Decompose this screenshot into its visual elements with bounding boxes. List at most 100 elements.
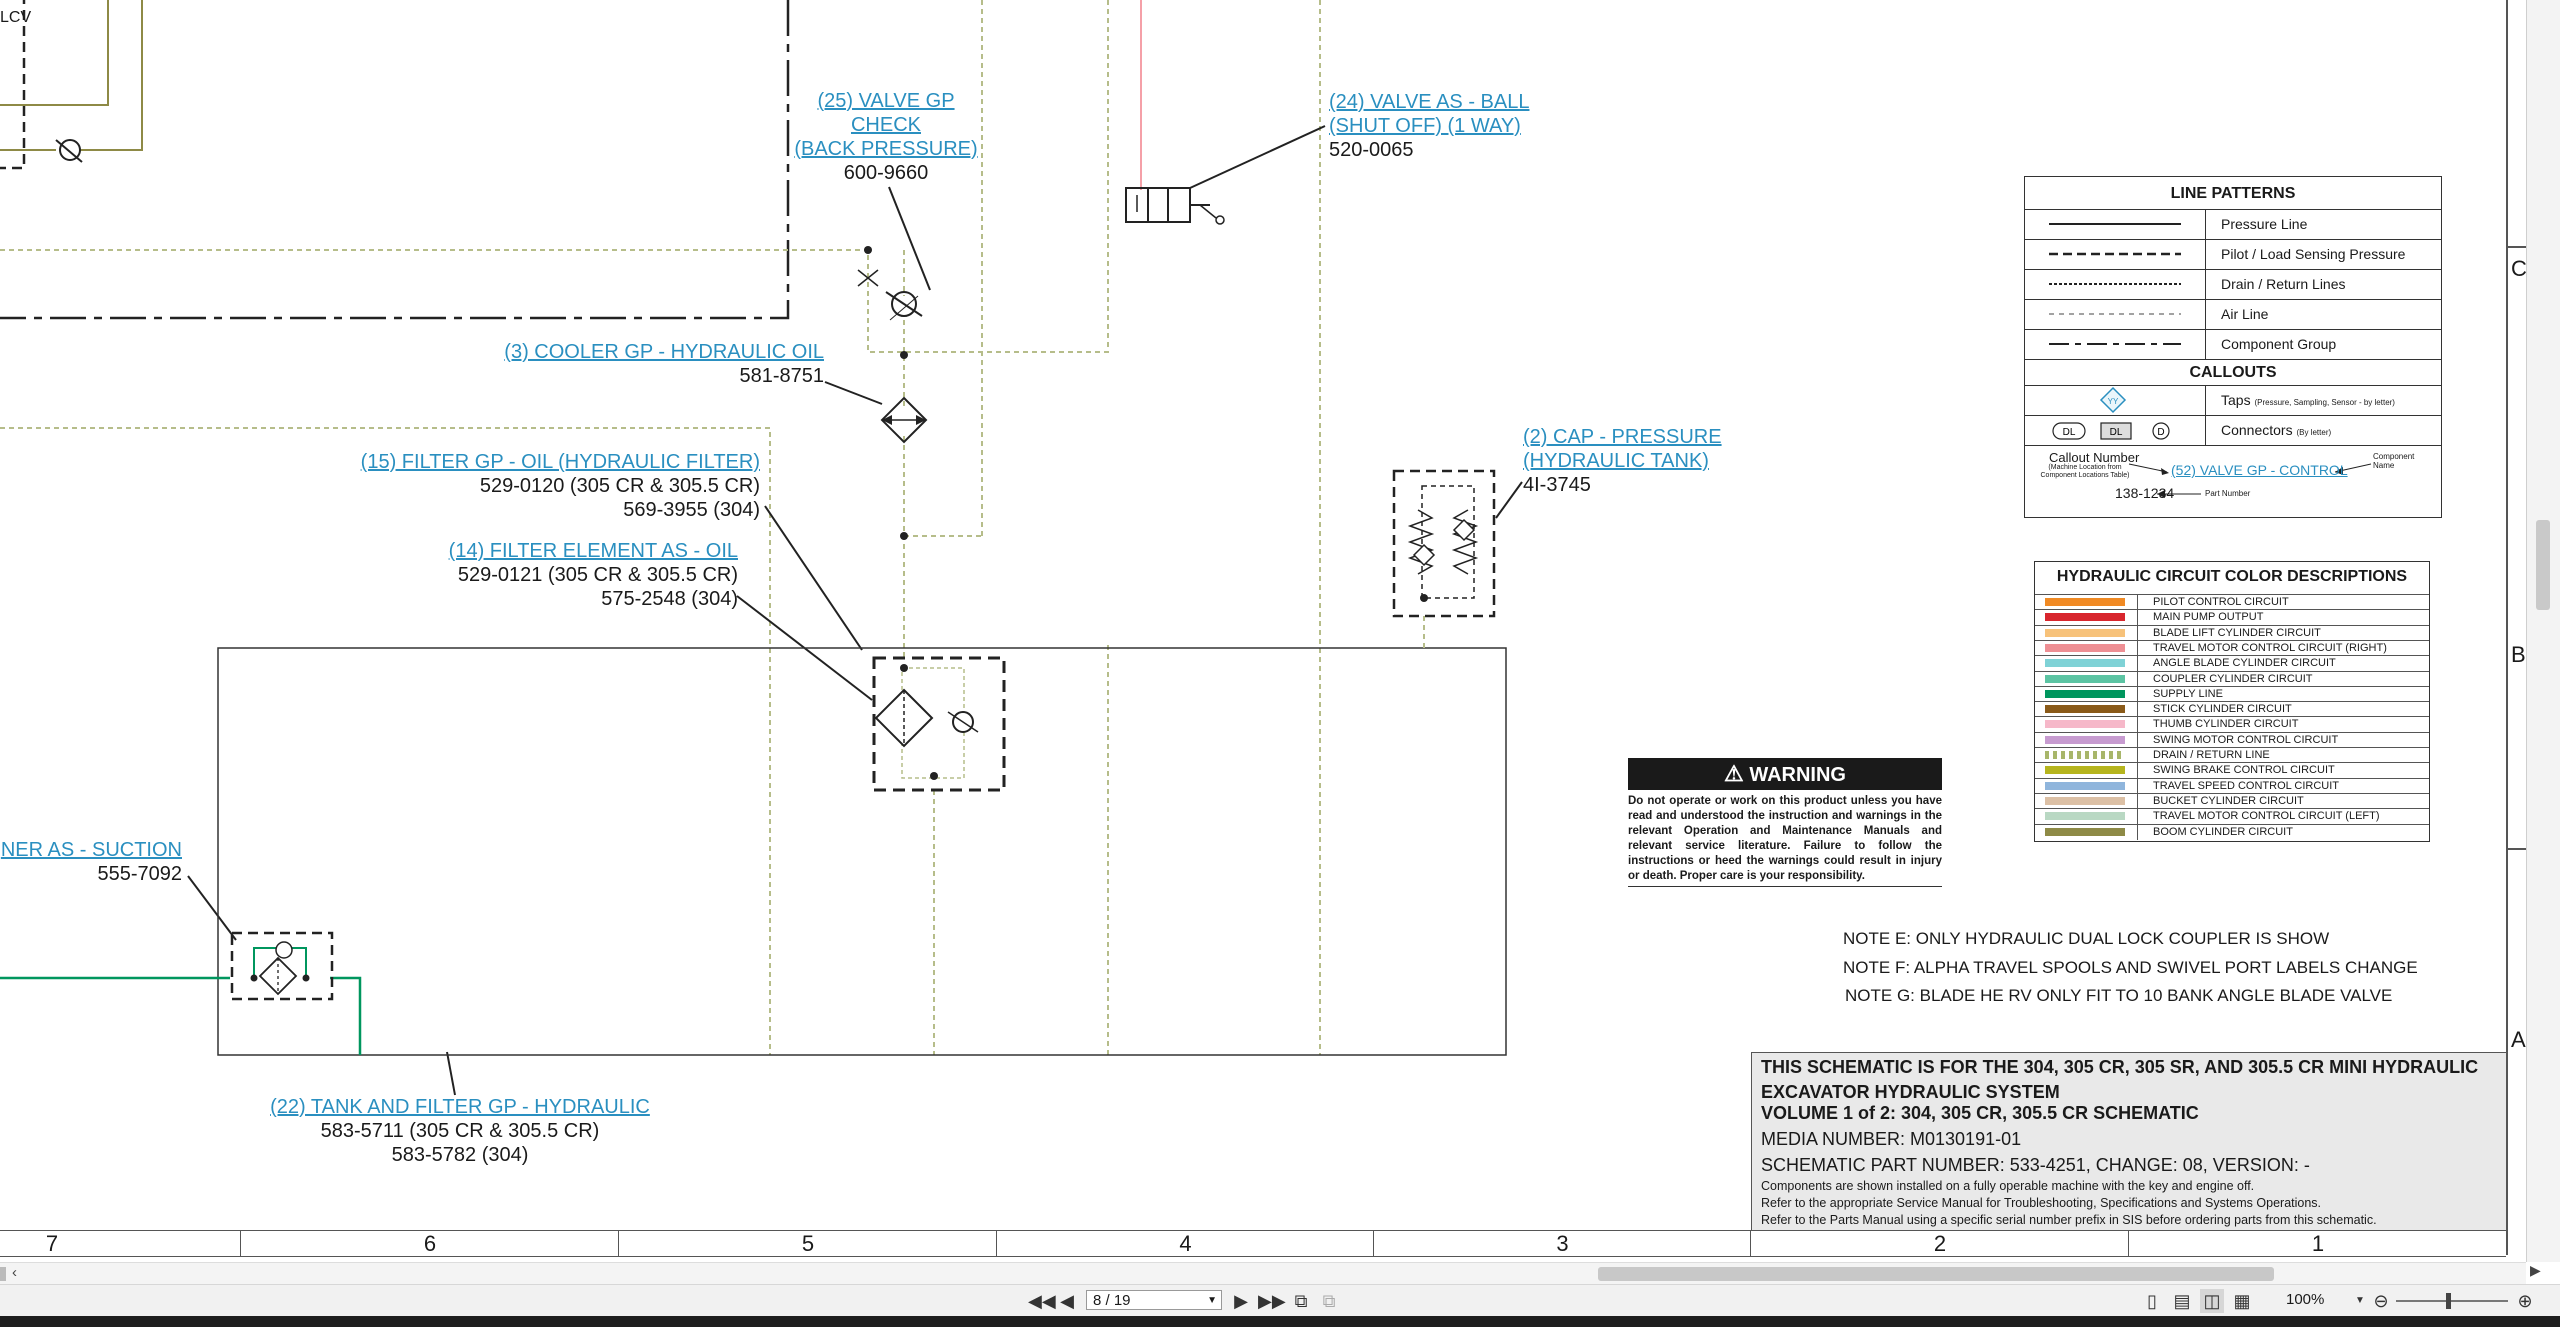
color-row: COUPLER CYLINDER CIRCUIT [2035,670,2429,687]
callout-pressure-cap[interactable]: (2) CAP - PRESSURE (HYDRAULIC TANK) 4I-3… [1523,425,1722,497]
color-label: BOOM CYLINDER CIRCUIT [2153,825,2293,838]
horizontal-scroll-thumb[interactable] [1598,1267,2274,1281]
tap-symbol-text: YY [2108,397,2119,406]
scroll-left-arrow-icon[interactable]: ‹ [12,1264,17,1281]
last-page-icon[interactable]: ▶▶ [1258,1291,1286,1311]
vertical-scroll-thumb[interactable] [2536,520,2550,610]
next-view-icon[interactable]: ⧉ [1322,1291,1336,1311]
zoom-level[interactable]: 100% [2286,1291,2325,1308]
part-number: 575-2548 (304) [601,588,738,610]
check-valve-icon [59,139,81,161]
line-pattern-row: Pilot / Load Sensing Pressure [2025,239,2441,270]
color-row: BLADE LIFT CYLINDER CIRCUIT [2035,624,2429,641]
vertical-scrollbar[interactable] [2526,0,2560,1262]
callout-cooler[interactable]: (3) COOLER GP - HYDRAULIC OIL 581-8751 [504,340,824,388]
part-number: 581-8751 [739,365,824,387]
callout-tank-filter[interactable]: (22) TANK AND FILTER GP - HYDRAULIC 583-… [270,1095,650,1167]
grid-row-b: B [2511,642,2526,667]
callout-title-line[interactable]: (SHUT OFF) (1 WAY) [1329,115,1521,137]
color-label: BLADE LIFT CYLINDER CIRCUIT [2153,626,2321,639]
color-swatch [2045,705,2125,714]
connectors-label: Connectors [2221,422,2293,438]
zoom-dropdown-icon[interactable]: ▼ [2355,1295,2365,1306]
single-page-icon[interactable]: ▯ [2147,1291,2157,1311]
line-patterns-title: LINE PATTERNS [2170,185,2296,202]
first-page-icon[interactable]: ◀◀ [1028,1291,1056,1311]
warning-triangle-icon: ⚠ [1724,761,1744,786]
note-e: NOTE E: ONLY HYDRAULIC DUAL LOCK COUPLER… [1843,929,2330,948]
callout-filter-gp[interactable]: (15) FILTER GP - OIL (HYDRAULIC FILTER) … [340,450,760,522]
color-swatch [2045,598,2125,606]
next-page-icon[interactable]: ▶ [1234,1291,1248,1311]
pressure-cap-icon [1412,543,1436,567]
title-note-2: Refer to the appropriate Service Manual … [1761,1196,2322,1210]
chevron-down-icon[interactable]: ▼ [1207,1295,1217,1306]
callout-title-line[interactable]: (HYDRAULIC TANK) [1523,450,1709,472]
color-swatch [2045,720,2125,729]
page-number-input[interactable]: 8 / 19 ▼ [1086,1290,1222,1310]
color-label: COUPLER CYLINDER CIRCUIT [2153,672,2313,685]
zoom-in-icon[interactable]: ⊕ [2517,1291,2533,1311]
color-row: STICK CYLINDER CIRCUIT [2035,701,2429,718]
callout-title-line[interactable]: (BACK PRESSURE) [794,138,978,160]
zoom-slider-knob[interactable] [2446,1293,2451,1309]
color-row: TRAVEL MOTOR CONTROL CIRCUIT (LEFT) [2035,808,2429,825]
callout-valve-check[interactable]: (25) VALVE GP CHECK (BACK PRESSURE) 600-… [786,89,986,185]
line-pattern-row: Component Group [2025,329,2441,360]
callout-strainer[interactable]: NER AS - SUCTION 555-7092 [0,838,182,886]
color-row: MAIN PUMP OUTPUT [2035,609,2429,626]
callout-title-line[interactable]: (15) FILTER GP - OIL (HYDRAULIC FILTER) [360,451,760,473]
callout-filter-element[interactable]: (14) FILTER ELEMENT AS - OIL 529-0121 (3… [400,539,738,611]
color-label: STICK CYLINDER CIRCUIT [2153,703,2292,716]
continuous-page-icon[interactable]: ▤ [2173,1291,2191,1311]
callout-number-label: Callout Number [2049,450,2140,465]
callout-title-line[interactable]: NER AS - SUCTION [0,839,182,861]
zoom-slider[interactable] [2396,1293,2508,1309]
color-swatch [2045,689,2125,698]
part-number: 569-3955 (304) [623,499,760,521]
callout-title-line[interactable]: (24) VALVE AS - BALL [1329,91,1530,113]
two-page-icon[interactable]: ◫ [2200,1289,2224,1313]
two-page-continuous-icon[interactable]: ▦ [2233,1291,2251,1311]
callout-title-line[interactable]: (25) VALVE GP [817,90,955,112]
color-label: SWING MOTOR CONTROL CIRCUIT [2153,733,2339,746]
color-swatch [2045,751,2125,759]
previous-page-icon[interactable]: ◀ [1060,1291,1074,1311]
example-part-number: 138-1234 [2115,485,2175,501]
title-volume: VOLUME 1 of 2: 304, 305 CR, 305.5 CR SCH… [1761,1103,2199,1123]
callout-title-line[interactable]: CHECK [850,114,921,136]
color-table-title: HYDRAULIC CIRCUIT COLOR DESCRIPTIONS [2056,568,2408,585]
taps-note: (Pressure, Sampling, Sensor - by letter) [2254,398,2395,407]
previous-view-icon[interactable]: ⧉ [1294,1291,1308,1311]
cooler-icon [880,396,928,444]
color-swatch [2045,796,2125,805]
zone-7: 7 [0,1231,241,1256]
zone-4: 4 [996,1231,1374,1256]
example-callout-link[interactable]: (52) VALVE GP - CONTROL [2171,462,2348,478]
drawing-frame [2506,0,2508,1255]
callout-title-line[interactable]: (2) CAP - PRESSURE [1523,426,1722,448]
callout-valve-ball[interactable]: (24) VALVE AS - BALL (SHUT OFF) (1 WAY) … [1329,90,1529,162]
title-part-number: SCHEMATIC PART NUMBER: 533-4251, CHANGE:… [1761,1155,2310,1175]
scroll-right-arrow-icon[interactable]: ▶ [2530,1262,2541,1278]
warning-header: ⚠ WARNING [1628,758,1942,790]
note-f: NOTE F: ALPHA TRAVEL SPOOLS AND SWIVEL P… [1843,958,2418,977]
zone-1: 1 [2128,1231,2507,1256]
callout-title-line[interactable]: (22) TANK AND FILTER GP - HYDRAULIC [270,1096,650,1118]
color-swatch [2045,766,2125,775]
warning-text: Do not operate or work on this product u… [1628,790,1942,887]
callout-title-line[interactable]: (14) FILTER ELEMENT AS - OIL [448,540,738,562]
connector-symbol-text: D [2157,427,2164,438]
callout-title-line[interactable]: (3) COOLER GP - HYDRAULIC OIL [504,341,824,363]
grid-row-a: A [2511,1027,2526,1052]
grid-row-c: C [2511,256,2527,281]
zoom-out-icon[interactable]: ⊖ [2373,1291,2389,1311]
color-swatch [2045,674,2125,683]
color-label: DRAIN / RETURN LINE [2153,749,2270,761]
color-swatch [2045,781,2125,790]
horizontal-scrollbar[interactable]: ‹ [0,1262,2526,1285]
viewer-toolbar: ◀◀ ◀ 8 / 19 ▼ ▶ ▶▶ ⧉ ⧉ ▯ ▤ ◫ ▦ 100% ▼ ⊖ … [0,1284,2560,1317]
color-swatch [2045,643,2125,652]
color-label: ANGLE BLADE CYLINDER CIRCUIT [2153,657,2336,670]
